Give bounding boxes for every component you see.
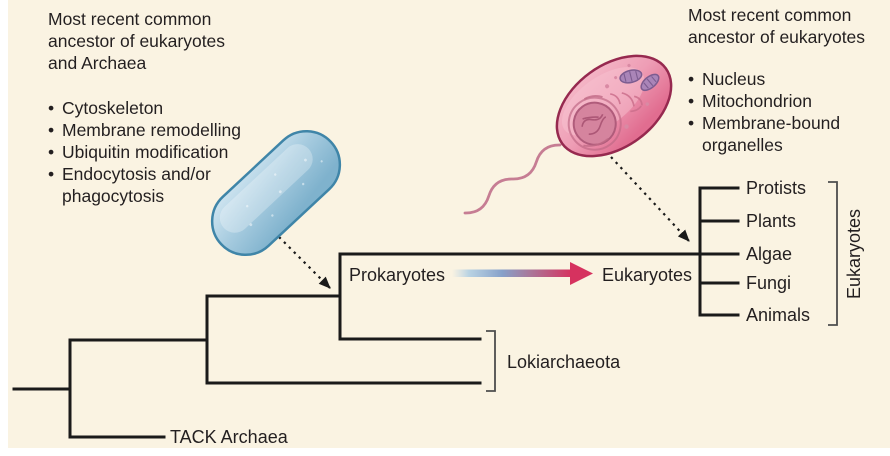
tack-archaea-label: TACK Archaea: [170, 427, 289, 447]
bullet-icon: •: [48, 142, 55, 162]
list-item: • Nucleus: [688, 69, 766, 89]
eukaryotes-label: Eukaryotes: [602, 265, 692, 285]
eukaryote-cell-illustration: [555, 54, 673, 158]
branch-label-fungi: Fungi: [746, 273, 791, 293]
right-ancestor-annotation: Most recent common ancestor of eukaryote…: [688, 4, 865, 156]
left-annotation-bullet-list: • Cytoskeleton • Membrane remodelling • …: [48, 97, 252, 207]
endoplasmic-reticulum-squiggles: [610, 92, 643, 113]
left-ancestor-annotation: Most recent common ancestor of eukaryote…: [48, 8, 252, 207]
prokaryote-cell-body: [210, 129, 342, 257]
list-item: • Ubiquitin modification: [48, 142, 229, 162]
list-item: • Mitochondrion: [688, 91, 812, 111]
left-annotation-title-line: Most recent common: [48, 9, 212, 29]
cytoplasm-granules: [605, 63, 650, 129]
prokaryote-cell-illustration: [210, 129, 342, 257]
right-annotation-bullet-list: • Nucleus • Mitochondrion • Membrane-bou…: [688, 68, 865, 156]
right-annotation-title-line: ancestor of eukaryotes: [688, 27, 866, 47]
dotted-arrow-from-prokaryote-cell: [278, 236, 331, 289]
left-annotation-title-line: and Archaea: [48, 53, 147, 73]
transition-arrow-head: [570, 262, 593, 285]
mitochondrion-organelles: [619, 69, 660, 92]
bullet-icon: •: [688, 91, 695, 111]
left-annotation-title-line: ancestor of eukaryotes: [48, 31, 226, 51]
lokiarchaeota-bracket: [486, 330, 496, 392]
bullet-icon: •: [48, 164, 55, 184]
list-item: • Endocytosis and/or phagocytosis: [48, 164, 211, 206]
branch-label-plants: Plants: [746, 211, 796, 231]
tree-skeleton: [12, 186, 740, 439]
list-item: • Cytoskeleton: [48, 98, 164, 118]
flagellum: [463, 143, 562, 215]
bullet-icon: •: [688, 69, 695, 89]
prokaryotes-label: Prokaryotes: [349, 265, 445, 285]
transition-arrow-shaft: [452, 269, 572, 277]
branch-label-protists: Protists: [746, 178, 806, 198]
right-annotation-title-line: Most recent common: [688, 5, 852, 25]
bullet-icon: •: [688, 113, 695, 133]
list-item: • Membrane-bound organelles: [688, 113, 841, 155]
bullet-icon: •: [48, 120, 55, 140]
cream-panel: [8, 0, 890, 448]
nucleus: [567, 95, 622, 151]
prokaryote-cell-highlight: [219, 144, 313, 233]
prokaryote-cell-speckles: [246, 158, 323, 227]
branch-label-animals: Animals: [746, 305, 810, 325]
list-item: • Membrane remodelling: [48, 120, 241, 140]
dotted-arrow-from-eukaryote-cell: [610, 156, 690, 242]
bullet-icon: •: [48, 98, 55, 118]
eukaryotes-bracket-label: Eukaryotes: [844, 209, 864, 299]
eukaryotes-bracket: [828, 181, 838, 326]
branch-label-algae: Algae: [746, 244, 792, 264]
lokiarchaeota-label: Lokiarchaeota: [507, 352, 621, 372]
